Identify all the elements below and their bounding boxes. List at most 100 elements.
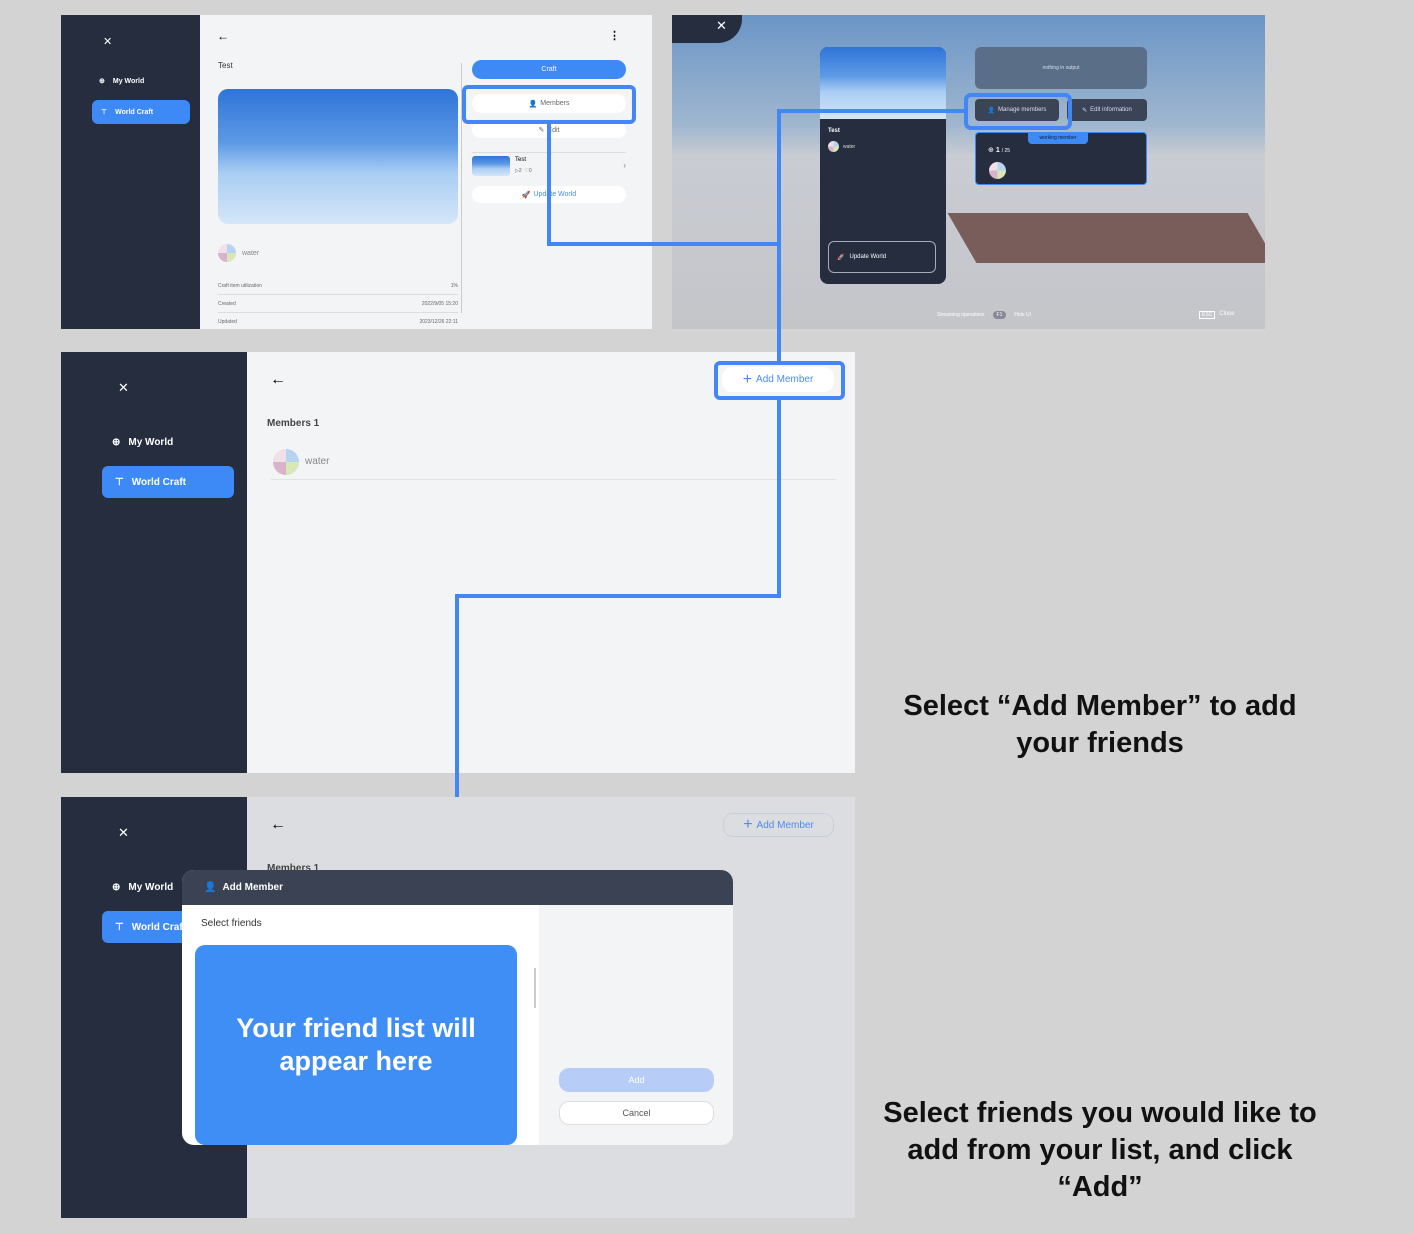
caption-add-member: Select “Add Member” to add your friends bbox=[903, 690, 1297, 759]
hide-ui-label[interactable]: Hide UI bbox=[1014, 312, 1032, 318]
label: Update World bbox=[533, 191, 577, 198]
connector-line bbox=[455, 398, 781, 797]
plus-icon: + bbox=[742, 370, 753, 388]
add-member-dialog-screen: ✕ ⊕My World ⊤World Craft ← +Add Member M… bbox=[61, 797, 855, 1218]
caption-select-friends: Select friends you would like to add fro… bbox=[883, 1097, 1317, 1203]
member-avatar bbox=[273, 449, 299, 475]
cancel-button[interactable]: Cancel bbox=[559, 1101, 714, 1125]
label: Edit bbox=[547, 126, 560, 134]
label: Craft item utilization bbox=[218, 283, 262, 289]
label: My World bbox=[112, 77, 145, 85]
manage-members-button[interactable]: 👤Manage members bbox=[975, 99, 1059, 121]
add-member-button[interactable]: +Add Member bbox=[722, 367, 834, 392]
members-button[interactable]: 👤Members bbox=[472, 94, 626, 113]
world-card-thumb bbox=[820, 47, 946, 119]
label: Update World bbox=[849, 254, 887, 260]
back-icon[interactable]: ← bbox=[270, 371, 286, 388]
member-row[interactable]: water bbox=[271, 446, 836, 480]
working-member-tag: working member bbox=[1028, 132, 1088, 144]
member-name: water bbox=[305, 456, 330, 467]
scrollbar[interactable] bbox=[534, 968, 536, 1008]
f1-key: F1 bbox=[992, 311, 1007, 319]
plays: 2 bbox=[518, 168, 522, 174]
sidebar-item-my-world[interactable]: ⊕My World bbox=[99, 77, 145, 86]
close-icon[interactable]: ✕ bbox=[118, 825, 129, 840]
hammer-icon: ⊤ bbox=[115, 921, 124, 933]
label: Created bbox=[218, 301, 236, 307]
world-title: Test bbox=[218, 61, 233, 70]
person-icon: 👤 bbox=[987, 107, 996, 114]
world-list-title: Test bbox=[515, 157, 527, 163]
sidebar: ✕ ⊕ My World ⊤ World Craft bbox=[61, 352, 247, 773]
rocket-icon: 🚀 bbox=[521, 191, 531, 199]
creator-name: water bbox=[242, 250, 260, 257]
info-row: Created 2022/9/05 15:20 bbox=[218, 301, 458, 313]
plus-icon: + bbox=[743, 816, 753, 833]
back-icon[interactable]: ← bbox=[217, 29, 229, 43]
pencil-icon: ✎ bbox=[1082, 107, 1088, 114]
close-icon[interactable]: ✕ bbox=[118, 380, 129, 395]
highlight-manage-members bbox=[964, 93, 1072, 130]
craft-button[interactable]: Craft bbox=[472, 60, 626, 79]
globe-icon: ⊕ bbox=[988, 147, 994, 154]
select-friends-label: Select friends bbox=[201, 918, 262, 929]
close-label: Close bbox=[1219, 311, 1235, 317]
sidebar-item-world-craft[interactable]: ⊤ World Craft bbox=[92, 100, 190, 124]
connector-line bbox=[777, 109, 966, 363]
connector-line bbox=[547, 122, 779, 246]
in-world-screen: ✕ Test water 🚀 Update World nothing in ou… bbox=[672, 15, 1265, 329]
highlight-members bbox=[462, 85, 636, 124]
value: 2022/9/05 15:20 bbox=[421, 301, 458, 307]
count: 1 bbox=[995, 147, 1000, 154]
card-title: Test bbox=[828, 128, 840, 134]
placeholder-text: Your friend list will appear here bbox=[236, 1013, 476, 1076]
more-icon[interactable]: ⋮ bbox=[609, 30, 620, 42]
dialog-title: Add Member bbox=[222, 882, 284, 893]
max: / 25 bbox=[1001, 148, 1011, 154]
add-button[interactable]: Add bbox=[559, 1068, 714, 1092]
creator-name: water bbox=[843, 144, 856, 150]
sidebar-item-my-world[interactable]: ⊕ My World bbox=[112, 437, 173, 448]
value: 2023/12/26 22:11 bbox=[419, 319, 458, 325]
hammer-icon: ⊤ bbox=[101, 109, 108, 116]
rocket-icon: 🚀 bbox=[837, 254, 845, 261]
label: My World bbox=[128, 437, 174, 448]
label: Manage members bbox=[998, 107, 1047, 113]
output-box: nothing in output bbox=[975, 47, 1147, 89]
likes: 0 bbox=[528, 168, 532, 174]
globe-icon: ⊕ bbox=[112, 882, 121, 893]
close-icon[interactable]: ✕ bbox=[103, 36, 113, 48]
label: World Craft bbox=[131, 476, 186, 488]
world-list-thumb bbox=[472, 156, 510, 176]
close-tab[interactable]: ✕ bbox=[672, 15, 742, 43]
world-list-stats: ▷2 ♡0 bbox=[515, 168, 532, 174]
sidebar: ✕ ⊕My World ⊤ World Craft bbox=[61, 15, 200, 329]
label: World Craft bbox=[115, 108, 154, 116]
hammer-icon: ⊤ bbox=[115, 476, 124, 488]
edit-information-button[interactable]: ✎Edit information bbox=[1067, 99, 1147, 121]
sidebar-item-world-craft[interactable]: ⊤ World Craft bbox=[102, 466, 234, 498]
sidebar-item-my-world[interactable]: ⊕My World bbox=[112, 882, 173, 893]
update-world-button[interactable]: 🚀 Update World bbox=[828, 241, 936, 273]
creator-avatar bbox=[218, 244, 236, 262]
globe-icon: ⊕ bbox=[112, 437, 121, 448]
member-avatar bbox=[989, 162, 1006, 179]
world-card: Test water 🚀 Update World bbox=[820, 47, 946, 284]
esc-key: ESC bbox=[1199, 311, 1216, 319]
add-member-button[interactable]: +Add Member bbox=[723, 813, 834, 837]
label: Add Member bbox=[756, 819, 814, 831]
creator-avatar bbox=[828, 141, 839, 152]
chevron-right-icon: › bbox=[623, 161, 626, 170]
person-icon: 👤 bbox=[528, 100, 538, 108]
close-icon[interactable]: ✕ bbox=[716, 18, 727, 33]
streaming-label: Streaming operations bbox=[937, 312, 985, 318]
pencil-icon: ✎ bbox=[538, 127, 545, 134]
member-count: ⊕ 1 / 25 bbox=[988, 146, 1010, 154]
world-thumbnail bbox=[218, 89, 458, 224]
back-icon[interactable]: ← bbox=[270, 816, 286, 833]
world-detail-screen: ✕ ⊕My World ⊤World Craft ← ⋮ Test water … bbox=[61, 15, 652, 329]
highlight-add-member bbox=[714, 361, 845, 400]
